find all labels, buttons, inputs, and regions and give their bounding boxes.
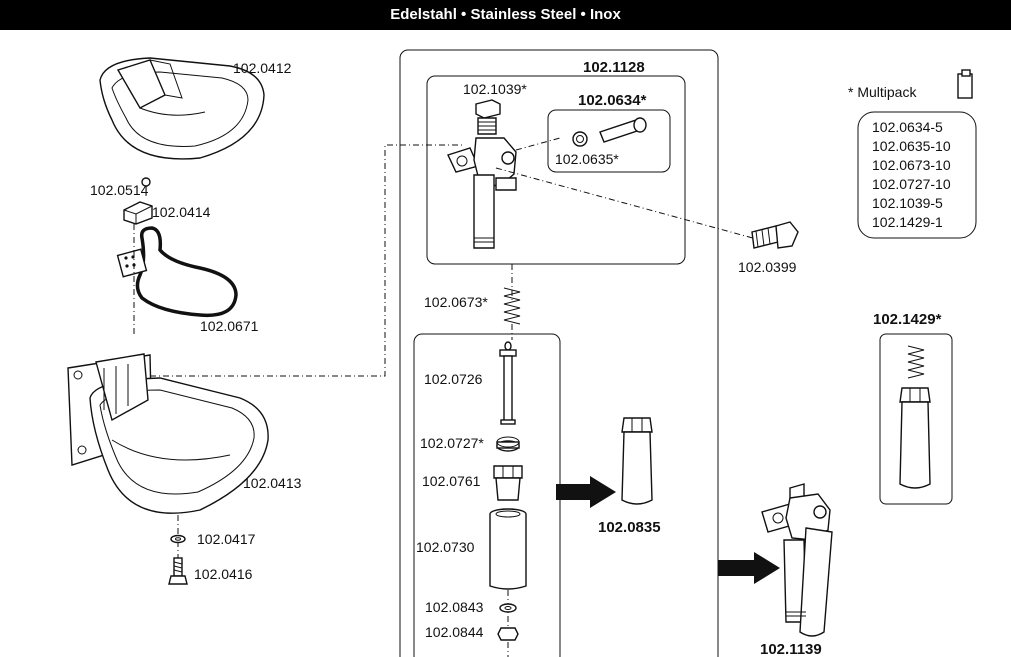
- label-102-0726: 102.0726: [424, 371, 483, 387]
- bowl-large: [67, 353, 269, 514]
- valve-body-frame: [426, 75, 686, 265]
- label-102-0843: 102.0843: [425, 599, 484, 615]
- multipack-list-box: [857, 111, 977, 239]
- multipack-icon: [957, 69, 973, 99]
- bracket-ring: [116, 226, 238, 318]
- label-102-1429: 102.1429*: [873, 311, 942, 328]
- multipack-item: 102.1039-5: [872, 195, 943, 211]
- washer-0417: [170, 534, 186, 544]
- spring-0673: [503, 287, 521, 325]
- ring-0727: [496, 436, 520, 452]
- multipack-title: * Multipack: [848, 84, 917, 100]
- multipack-item: 102.0727-10: [872, 176, 951, 192]
- main-assembly-frame: [399, 49, 719, 657]
- cartridge-kit-frame: [879, 333, 953, 505]
- multipack-item: 102.1429-1: [872, 214, 943, 230]
- label-102-0412: 102.0412: [233, 60, 292, 76]
- screw-small: [141, 177, 151, 196]
- washer-0843: [499, 603, 517, 613]
- label-102-0399: 102.0399: [738, 259, 797, 275]
- label-102-0727: 102.0727*: [420, 435, 484, 451]
- bolt-0416: [168, 557, 188, 585]
- multipack-item: 102.0634-5: [872, 119, 943, 135]
- label-102-0634: 102.0634*: [578, 92, 647, 109]
- page-title: Edelstahl • Stainless Steel • Inox: [390, 6, 621, 23]
- spring-1429: [907, 345, 925, 379]
- label-102-0761: 102.0761: [422, 473, 481, 489]
- label-102-0635: 102.0635*: [555, 151, 619, 167]
- bowl-small: [99, 57, 265, 160]
- label-102-0416: 102.0416: [194, 566, 253, 582]
- label-102-1139: 102.1139: [760, 641, 822, 657]
- label-102-0413: 102.0413: [243, 475, 302, 491]
- label-102-0671: 102.0671: [200, 318, 259, 334]
- label-102-0835: 102.0835: [598, 519, 661, 536]
- multipack-item: 102.0673-10: [872, 157, 951, 173]
- nut-0844: [497, 627, 519, 641]
- nut-1039: [475, 99, 501, 135]
- pin-0634: [599, 117, 647, 143]
- label-102-0844: 102.0844: [425, 624, 484, 640]
- cartridge-0835: [621, 417, 653, 505]
- nut-0761: [493, 465, 523, 501]
- tube-0730: [489, 508, 527, 590]
- clip-part: [123, 201, 153, 225]
- stem-0726: [499, 341, 517, 425]
- label-102-0514: 102.0514: [90, 182, 149, 198]
- valve-body: [447, 137, 517, 249]
- cartridge-1429: [899, 387, 931, 489]
- label-102-1128: 102.1128: [583, 59, 645, 76]
- label-102-0417: 102.0417: [197, 531, 256, 547]
- arrow-to-1139: [718, 552, 780, 584]
- header-bar: Edelstahl • Stainless Steel • Inox: [0, 0, 1011, 30]
- arrow-to-0835: [556, 476, 616, 508]
- valve-assembly-1139: [761, 483, 833, 637]
- label-102-0730: 102.0730: [416, 539, 475, 555]
- hex-bolt-0399: [751, 221, 799, 249]
- multipack-item: 102.0635-10: [872, 138, 951, 154]
- o-ring-0635: [572, 131, 588, 147]
- seal-kit-frame: [547, 109, 671, 173]
- label-102-0673: 102.0673*: [424, 294, 488, 310]
- label-102-1039: 102.1039*: [463, 81, 527, 97]
- label-102-0414: 102.0414: [152, 204, 211, 220]
